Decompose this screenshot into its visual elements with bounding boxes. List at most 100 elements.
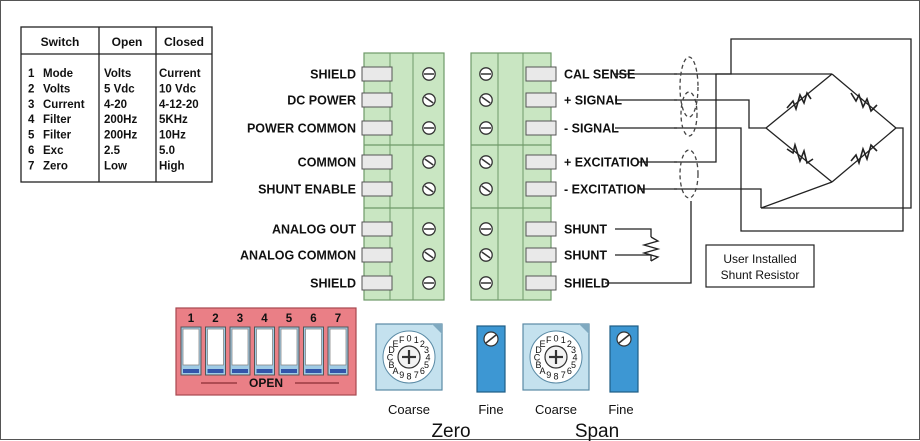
dial-char: F bbox=[546, 335, 552, 345]
table-cell-open: 4-20 bbox=[104, 99, 127, 111]
table-cell-num: 6 bbox=[28, 145, 34, 157]
dial-char: 2 bbox=[567, 339, 572, 349]
dip-blue-band bbox=[207, 369, 224, 373]
wire-entry bbox=[361, 275, 393, 291]
dial-char: D bbox=[388, 345, 395, 355]
dial-char: 3 bbox=[571, 345, 576, 355]
terminal-label: SHIELD bbox=[564, 277, 610, 291]
table-cell-open: 2.5 bbox=[104, 145, 121, 157]
terminal-label: POWER COMMON bbox=[247, 122, 356, 136]
table-cell-name: Filter bbox=[43, 114, 72, 126]
cable-bundles bbox=[679, 56, 699, 199]
span-label: Span bbox=[575, 421, 619, 441]
screw-slot bbox=[481, 158, 491, 166]
fine-pot-slot bbox=[485, 334, 497, 344]
shunt-note: User Installed Shunt Resistor bbox=[705, 244, 815, 288]
screw-slot bbox=[424, 185, 434, 193]
dial-char: 1 bbox=[561, 335, 566, 345]
dial-char: 7 bbox=[561, 370, 566, 380]
table-cell-name: Zero bbox=[43, 160, 68, 172]
dial-char: 9 bbox=[546, 370, 551, 380]
zero-coarse-label: Coarse bbox=[388, 402, 430, 417]
table-cell-open: Low bbox=[104, 160, 127, 172]
table-cell-name: Exc bbox=[43, 145, 64, 157]
dial-char: 4 bbox=[425, 353, 430, 363]
dip-blue-band bbox=[281, 369, 297, 373]
shunt-note-line1: User Installed bbox=[723, 252, 796, 266]
wire-entry bbox=[525, 66, 557, 82]
dial-char: 2 bbox=[420, 339, 425, 349]
dip-actuator bbox=[280, 328, 298, 366]
terminal-label: ANALOG COMMON bbox=[240, 249, 356, 263]
dip-blue-band bbox=[232, 369, 248, 373]
dip-actuator bbox=[305, 328, 322, 366]
dip-blue-band bbox=[256, 369, 273, 373]
wire-entry bbox=[525, 221, 557, 237]
dip-actuator bbox=[207, 328, 224, 366]
dial-char: 5 bbox=[424, 360, 429, 370]
dial-char: 1 bbox=[414, 335, 419, 345]
wire-entry bbox=[525, 154, 557, 170]
coarse-pot-corner bbox=[579, 324, 589, 334]
table-cell-open: Volts bbox=[104, 68, 131, 80]
dip-number: 2 bbox=[212, 313, 218, 325]
dial-char: 5 bbox=[571, 360, 576, 370]
wire-entry bbox=[525, 92, 557, 108]
terminal-label: - EXCITATION bbox=[564, 183, 645, 197]
table-cell-num: 2 bbox=[28, 83, 34, 95]
span-coarse-label: Coarse bbox=[535, 402, 577, 417]
dip-number: 6 bbox=[310, 313, 316, 325]
terminal-label: SHIELD bbox=[310, 277, 356, 291]
dial-char: C bbox=[534, 353, 541, 363]
table-cell-closed: 5.0 bbox=[159, 145, 175, 157]
table-cell-closed: 4-12-20 bbox=[159, 99, 199, 111]
wire-entry bbox=[361, 154, 393, 170]
table-cell-closed: 10 Vdc bbox=[159, 83, 197, 95]
table-cell-closed: 5KHz bbox=[159, 114, 188, 126]
table-header-closed: Closed bbox=[164, 35, 204, 49]
dial-char: 8 bbox=[553, 372, 558, 382]
dip-number: 5 bbox=[286, 313, 293, 325]
wire-entry bbox=[361, 181, 393, 197]
dial-char: 0 bbox=[553, 334, 558, 344]
table-cell-closed: Current bbox=[159, 68, 201, 80]
table-cell-num: 4 bbox=[28, 114, 35, 126]
dial-char: 6 bbox=[567, 366, 572, 376]
wire-entry bbox=[525, 120, 557, 136]
table-cell-num: 3 bbox=[28, 99, 34, 111]
table-cell-num: 5 bbox=[28, 130, 35, 142]
table-cell-name: Current bbox=[43, 99, 85, 111]
dip-actuator bbox=[256, 328, 273, 366]
dip-number: 1 bbox=[188, 313, 195, 325]
right-terminal-block: CAL SENSE+ SIGNAL- SIGNAL+ EXCITATION- E… bbox=[470, 52, 649, 301]
dip-actuator bbox=[231, 328, 249, 366]
table-cell-num: 7 bbox=[28, 160, 34, 172]
table-cell-open: 200Hz bbox=[104, 114, 137, 126]
dial-char: E bbox=[540, 339, 546, 349]
dip-number: 4 bbox=[261, 313, 268, 325]
bridge-wiring bbox=[605, 38, 912, 284]
table-cell-open: 5 Vdc bbox=[104, 83, 135, 95]
table-cell-open: 200Hz bbox=[104, 130, 137, 142]
dial-char: A bbox=[540, 366, 546, 376]
dial-char: 9 bbox=[399, 370, 404, 380]
table-header-open: Open bbox=[112, 35, 143, 49]
table-header-switch: Switch bbox=[41, 35, 80, 49]
fine-pot-slot bbox=[618, 334, 630, 344]
dip-blue-band bbox=[305, 369, 322, 373]
wire-entry bbox=[525, 247, 557, 263]
dial-char: A bbox=[393, 366, 399, 376]
wire-entry bbox=[361, 247, 393, 263]
dip-actuator bbox=[182, 328, 200, 366]
screw-slot bbox=[481, 251, 491, 259]
dial-char: C bbox=[387, 353, 394, 363]
zero-label: Zero bbox=[431, 421, 470, 441]
dial-char: 6 bbox=[420, 366, 425, 376]
terminal-label: SHUNT ENABLE bbox=[258, 183, 356, 197]
shunt-note-line2: Shunt Resistor bbox=[721, 268, 800, 282]
dip-actuator bbox=[329, 328, 347, 366]
